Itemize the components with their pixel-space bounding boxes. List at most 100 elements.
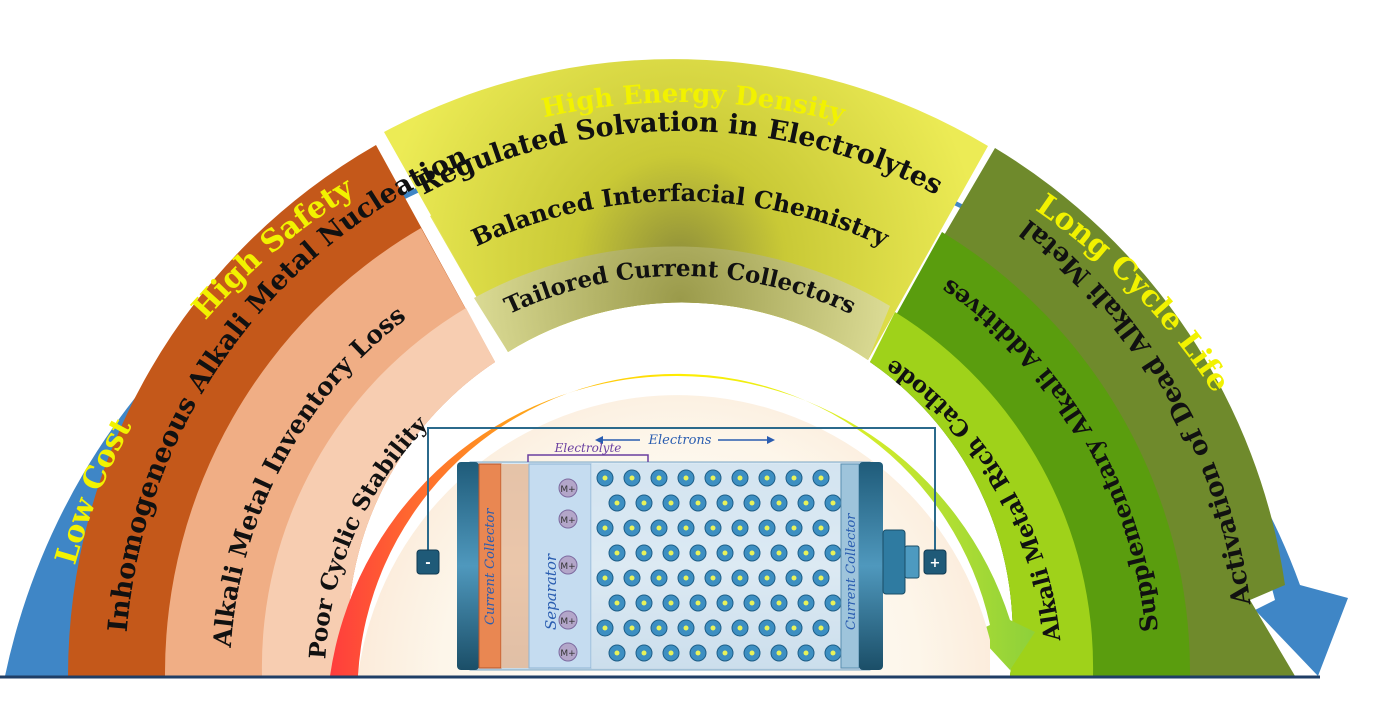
cathode-particle-core: [629, 625, 635, 631]
cathode-particle-core: [830, 650, 836, 656]
cathode-particle-core: [818, 575, 824, 581]
separator-label: Separator: [542, 553, 560, 630]
cathode-particles: [596, 469, 842, 662]
positive-nub: [882, 529, 906, 595]
cathode-particle-core: [710, 625, 716, 631]
ion-particle: [558, 642, 578, 662]
cathode-particle-core: [668, 550, 674, 556]
cathode-particle-core: [818, 625, 824, 631]
cathode-particle-core: [602, 475, 608, 481]
cathode-particle-core: [722, 550, 728, 556]
cathode-particle-core: [641, 550, 647, 556]
electrolyte-label: Electrolyte: [554, 441, 622, 455]
cathode-particle-core: [776, 500, 782, 506]
ion-label: M+: [560, 617, 575, 627]
cathode-particle-core: [818, 475, 824, 481]
cathode-particle-core: [737, 525, 743, 531]
cathode-particle-core: [614, 650, 620, 656]
cathode-particle-core: [830, 550, 836, 556]
cathode-particle-core: [656, 475, 662, 481]
cathode-particle-core: [803, 600, 809, 606]
cathode-particle-core: [749, 550, 755, 556]
ion-label: M+: [560, 649, 575, 659]
cathode-particle-core: [614, 550, 620, 556]
cathode-particle-core: [683, 475, 689, 481]
left-cap: [457, 462, 479, 670]
cathode-particle-core: [656, 575, 662, 581]
cathode-particle-core: [668, 600, 674, 606]
electrolyte-bracket: [527, 454, 649, 462]
electrons-label: Electrons: [648, 433, 712, 448]
ion-particle: [558, 509, 578, 529]
ions: M+M+M+M+M+: [558, 478, 578, 662]
cathode-particle-core: [764, 475, 770, 481]
ion-particle: [558, 610, 578, 630]
cathode-particle-core: [830, 500, 836, 506]
cathode-particle-core: [602, 625, 608, 631]
cathode-particle-core: [818, 525, 824, 531]
cathode-particle-core: [803, 500, 809, 506]
cathode-particle-core: [749, 500, 755, 506]
cathode-particle-core: [737, 575, 743, 581]
right-cap: [859, 462, 883, 670]
external-circuit: [427, 427, 936, 550]
cathode-particle-core: [764, 575, 770, 581]
cathode-particle-core: [764, 625, 770, 631]
battery-cell: Electrons - + Current Collector Separato…: [416, 427, 947, 671]
cathode-particle-core: [683, 575, 689, 581]
cathode-particle-core: [641, 600, 647, 606]
ion-label: M+: [560, 562, 575, 572]
cathode-particle-core: [695, 550, 701, 556]
cathode-particle-core: [641, 650, 647, 656]
positive-terminal-label: +: [930, 556, 941, 571]
anode-fibrous-layer: [501, 464, 529, 668]
cathode-particle-core: [710, 525, 716, 531]
cathode-particle-core: [710, 575, 716, 581]
cathode-particle-core: [668, 650, 674, 656]
cathode-particle-core: [629, 475, 635, 481]
electrons-arrowhead-right: [767, 436, 775, 444]
ion-particle: [558, 478, 578, 498]
cathode-particle-core: [710, 475, 716, 481]
cathode-particle-core: [656, 525, 662, 531]
cathode-particle-core: [668, 500, 674, 506]
cathode-particle-core: [776, 600, 782, 606]
cathode-particle-core: [695, 600, 701, 606]
cathode-particle-core: [737, 475, 743, 481]
cathode-particle-core: [602, 525, 608, 531]
cathode-particle-core: [656, 625, 662, 631]
negative-terminal-label: -: [425, 556, 430, 571]
negative-terminal: [416, 549, 440, 575]
ion-label: M+: [560, 485, 575, 495]
cathode-particle-core: [776, 650, 782, 656]
ion-particle: [558, 555, 578, 575]
cathode-particle-core: [776, 550, 782, 556]
right-collector-label: Current Collector: [844, 513, 859, 630]
cathode-particle-core: [791, 625, 797, 631]
cathode-particle-core: [791, 475, 797, 481]
mid-sector-inner: [474, 246, 890, 360]
cathode-particle-core: [683, 525, 689, 531]
left-collector-label: Current Collector: [483, 508, 498, 625]
cathode-particle-core: [695, 650, 701, 656]
cathode-particle-core: [641, 500, 647, 506]
cathode-particle-core: [683, 625, 689, 631]
right-sector-inner: [870, 312, 1094, 676]
cathode-particle-core: [764, 525, 770, 531]
cathode-particle-core: [629, 525, 635, 531]
cathode-particle-core: [737, 625, 743, 631]
cathode-region: [591, 464, 841, 668]
cathode-particle-core: [803, 550, 809, 556]
left-sector-inner: [261, 308, 495, 676]
cathode-particle-core: [602, 575, 608, 581]
electrons-arrowhead-left: [595, 436, 603, 444]
positive-terminal: [923, 549, 947, 575]
cathode-particle-core: [722, 650, 728, 656]
cathode-particle-core: [722, 500, 728, 506]
positive-nub-tip: [904, 545, 920, 579]
cathode-particle-core: [629, 575, 635, 581]
cathode-particle-core: [614, 600, 620, 606]
cathode-particle-core: [749, 650, 755, 656]
cathode-particle-core: [803, 650, 809, 656]
